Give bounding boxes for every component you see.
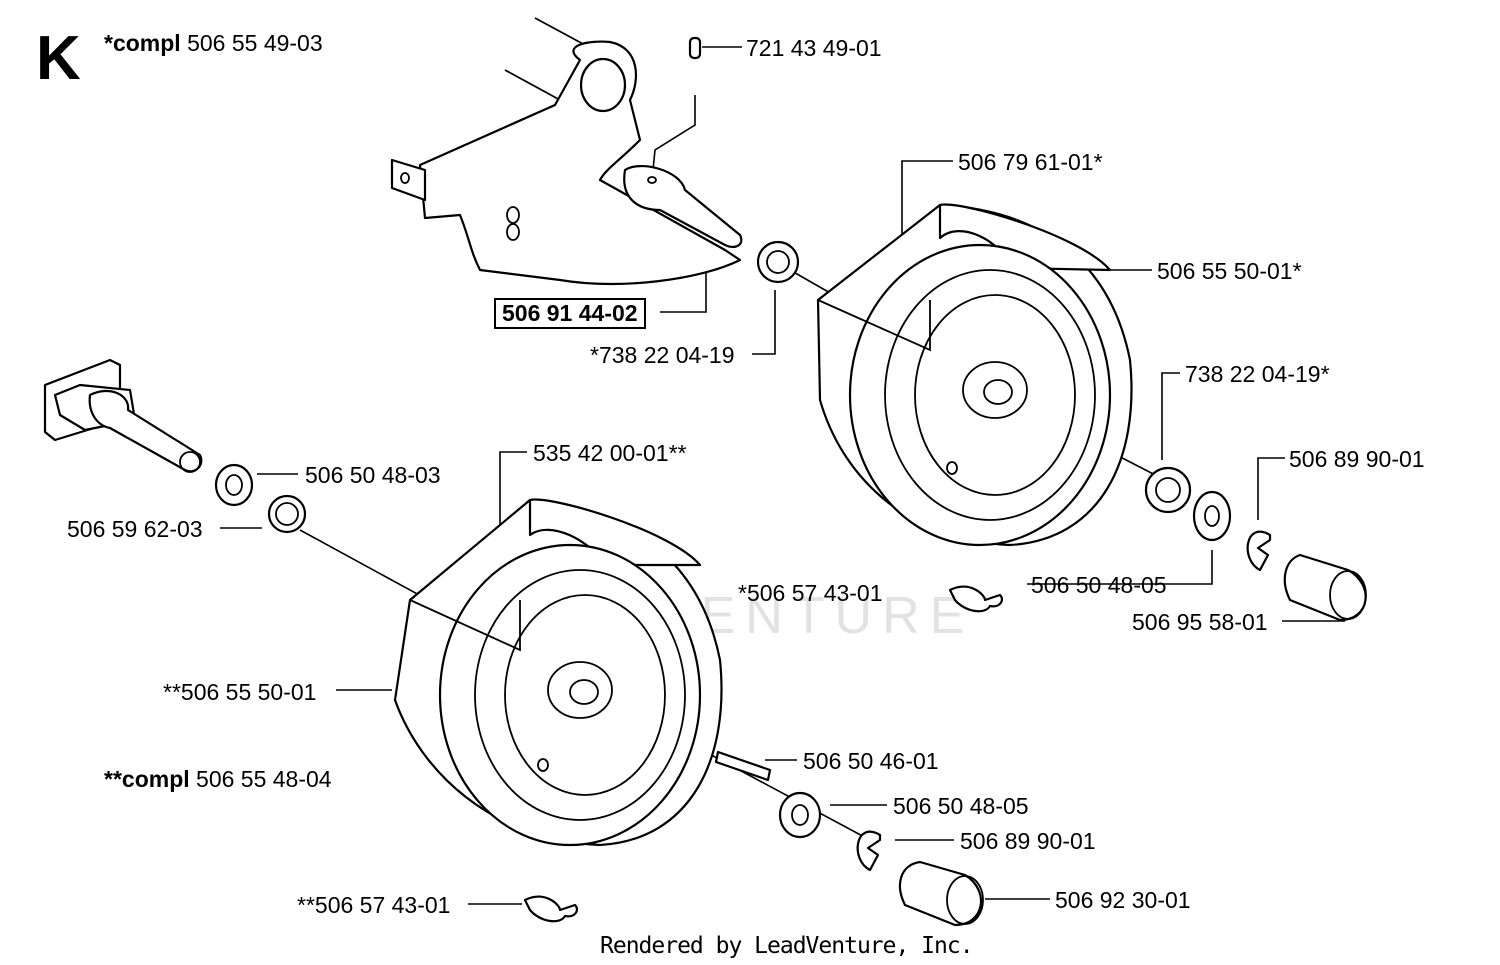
section-letter: K [36, 24, 81, 93]
callout-pin: 721 43 49-01 [746, 35, 882, 61]
callout-spacer-bottom: 506 59 62-03 [67, 516, 203, 542]
axle-bracket-bottom [43, 358, 203, 473]
washer-bottom-inner [214, 463, 254, 507]
assembly-number: 506 55 49-03 [187, 30, 323, 56]
clip-bottom [856, 830, 882, 872]
callout-washer-top: 506 50 48-05 [1031, 572, 1167, 598]
callout-axle-top: 506 91 44-02 [494, 298, 646, 329]
washer-bottom-outer [778, 791, 822, 839]
spacer-bottom [267, 494, 307, 534]
callout-tire-top: 506 55 50-01* [1157, 258, 1302, 284]
bearing-top-outer [1144, 466, 1192, 514]
cap-bottom [898, 860, 984, 927]
axle-bracket-top [390, 17, 742, 286]
assembly-label-top: *compl 506 55 49-03 [104, 32, 323, 55]
callout-cap-bottom: 506 92 30-01 [1055, 887, 1191, 913]
assembly-number: 506 55 48-04 [196, 766, 332, 792]
valve-bottom [523, 895, 579, 923]
assembly-prefix: *compl [104, 30, 181, 56]
callout-washer-bottom-inner: 506 50 48-03 [305, 462, 441, 488]
callout-rim-top: 506 79 61-01* [958, 149, 1103, 175]
wheel-top [816, 203, 1133, 547]
callout-bearing-top-outer: 738 22 04-19* [1185, 361, 1330, 387]
callout-clip-bottom: 506 89 90-01 [960, 828, 1096, 854]
callout-rim-bottom: 535 42 00-01** [533, 440, 687, 466]
callout-bearing-top-inner: *738 22 04-19 [590, 342, 735, 368]
callout-cap-top: 506 95 58-01 [1132, 609, 1268, 635]
valve-top [948, 585, 1004, 613]
clip-top [1246, 530, 1272, 572]
axle-shaft-top [623, 36, 743, 249]
callout-valve-top: *506 57 43-01 [738, 580, 883, 606]
callout-key-bottom: 506 50 46-01 [803, 748, 939, 774]
callout-washer-bottom-outer: 506 50 48-05 [893, 793, 1029, 819]
callout-clip-top: 506 89 90-01 [1289, 446, 1425, 472]
cap-top [1283, 553, 1367, 622]
callout-tire-bottom: **506 55 50-01 [163, 679, 317, 705]
washer-top [1192, 490, 1232, 542]
callout-valve-bottom: **506 57 43-01 [297, 892, 451, 918]
assembly-prefix: **compl [104, 766, 190, 792]
bearing-top-inner [756, 240, 800, 284]
wheel-bottom [393, 498, 723, 847]
footer-credit: Rendered by LeadVenture, Inc. [600, 933, 974, 959]
key-bottom [714, 750, 772, 782]
assembly-label-bottom: **compl 506 55 48-04 [104, 768, 332, 791]
